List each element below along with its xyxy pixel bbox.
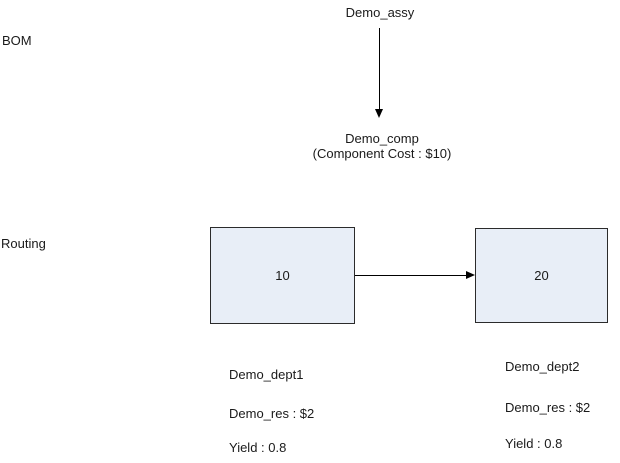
assembly-node-label: Demo_assy xyxy=(345,5,415,20)
routing-arrowhead-icon xyxy=(466,271,475,279)
operation-department-label: Demo_dept1 xyxy=(229,367,304,382)
component-node-label: Demo_comp xyxy=(345,131,419,146)
component-node: Demo_comp (Component Cost : $10) xyxy=(282,131,482,161)
operation-box-10: 10 xyxy=(210,227,355,324)
component-cost-label: (Component Cost : $10) xyxy=(312,146,452,161)
operation-department-label: Demo_dept2 xyxy=(505,359,580,374)
operation-resource-label: Demo_res : $2 xyxy=(229,406,315,421)
operation-number: 20 xyxy=(534,268,549,283)
bom-arrow-line xyxy=(379,28,380,110)
bom-section-label: BOM xyxy=(2,33,32,48)
operation-yield-label: Yield : 0.8 xyxy=(229,440,287,455)
operation-number: 10 xyxy=(275,268,290,283)
operation-resource-label: Demo_res : $2 xyxy=(505,400,591,415)
operation-yield-label: Yield : 0.8 xyxy=(505,436,563,451)
bom-arrowhead-icon xyxy=(375,109,383,118)
routing-arrow-line xyxy=(355,275,467,276)
operation-box-20: 20 xyxy=(475,228,608,323)
routing-section-label: Routing xyxy=(1,236,46,251)
